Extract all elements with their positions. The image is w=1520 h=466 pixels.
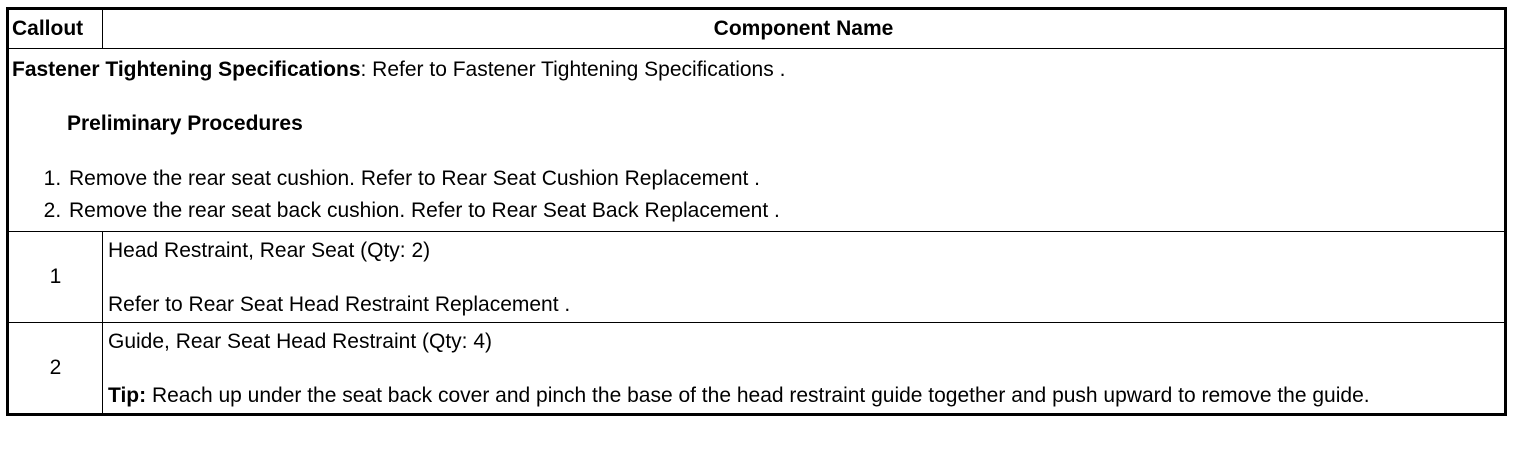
preliminary-step: Remove the rear seat cushion. Refer to R… bbox=[67, 163, 1504, 195]
table-row: 1 Head Restraint, Rear Seat (Qty: 2) Ref… bbox=[7, 231, 1506, 323]
preliminary-procedures-heading: Preliminary Procedures bbox=[67, 112, 303, 135]
intro-row: Fastener Tightening Specifications: Refe… bbox=[7, 48, 1506, 232]
component-description: Head Restraint, Rear Seat (Qty: 2) Refer… bbox=[102, 231, 1506, 323]
component-note: Refer to Rear Seat Head Restraint Replac… bbox=[108, 293, 571, 316]
component-name: Guide, Rear Seat Head Restraint (Qty: 4) bbox=[108, 330, 492, 353]
fastener-spec-text: : Refer to Fastener Tightening Specifica… bbox=[360, 58, 786, 81]
component-description: Guide, Rear Seat Head Restraint (Qty: 4)… bbox=[102, 322, 1506, 415]
callout-number: 2 bbox=[7, 322, 103, 415]
component-table: Callout Component Name Fastener Tighteni… bbox=[6, 7, 1507, 416]
table-row: 2 Guide, Rear Seat Head Restraint (Qty: … bbox=[7, 322, 1506, 415]
preliminary-steps-list: Remove the rear seat cushion. Refer to R… bbox=[12, 163, 1504, 227]
header-row: Callout Component Name bbox=[7, 8, 1506, 49]
fastener-spec-line: Fastener Tightening Specifications: Refe… bbox=[12, 57, 1504, 83]
tip-label: Tip: bbox=[108, 384, 147, 407]
component-name-header: Component Name bbox=[102, 8, 1506, 49]
callout-number: 1 bbox=[7, 231, 103, 323]
callout-header: Callout bbox=[7, 8, 103, 49]
intro-cell: Fastener Tightening Specifications: Refe… bbox=[7, 48, 1506, 232]
fastener-spec-label: Fastener Tightening Specifications bbox=[12, 58, 361, 81]
component-name: Head Restraint, Rear Seat (Qty: 2) bbox=[108, 239, 431, 262]
component-tip: Tip: Reach up under the seat back cover … bbox=[108, 383, 1496, 409]
preliminary-step: Remove the rear seat back cushion. Refer… bbox=[67, 195, 1504, 227]
tip-text: Reach up under the seat back cover and p… bbox=[146, 384, 1370, 407]
